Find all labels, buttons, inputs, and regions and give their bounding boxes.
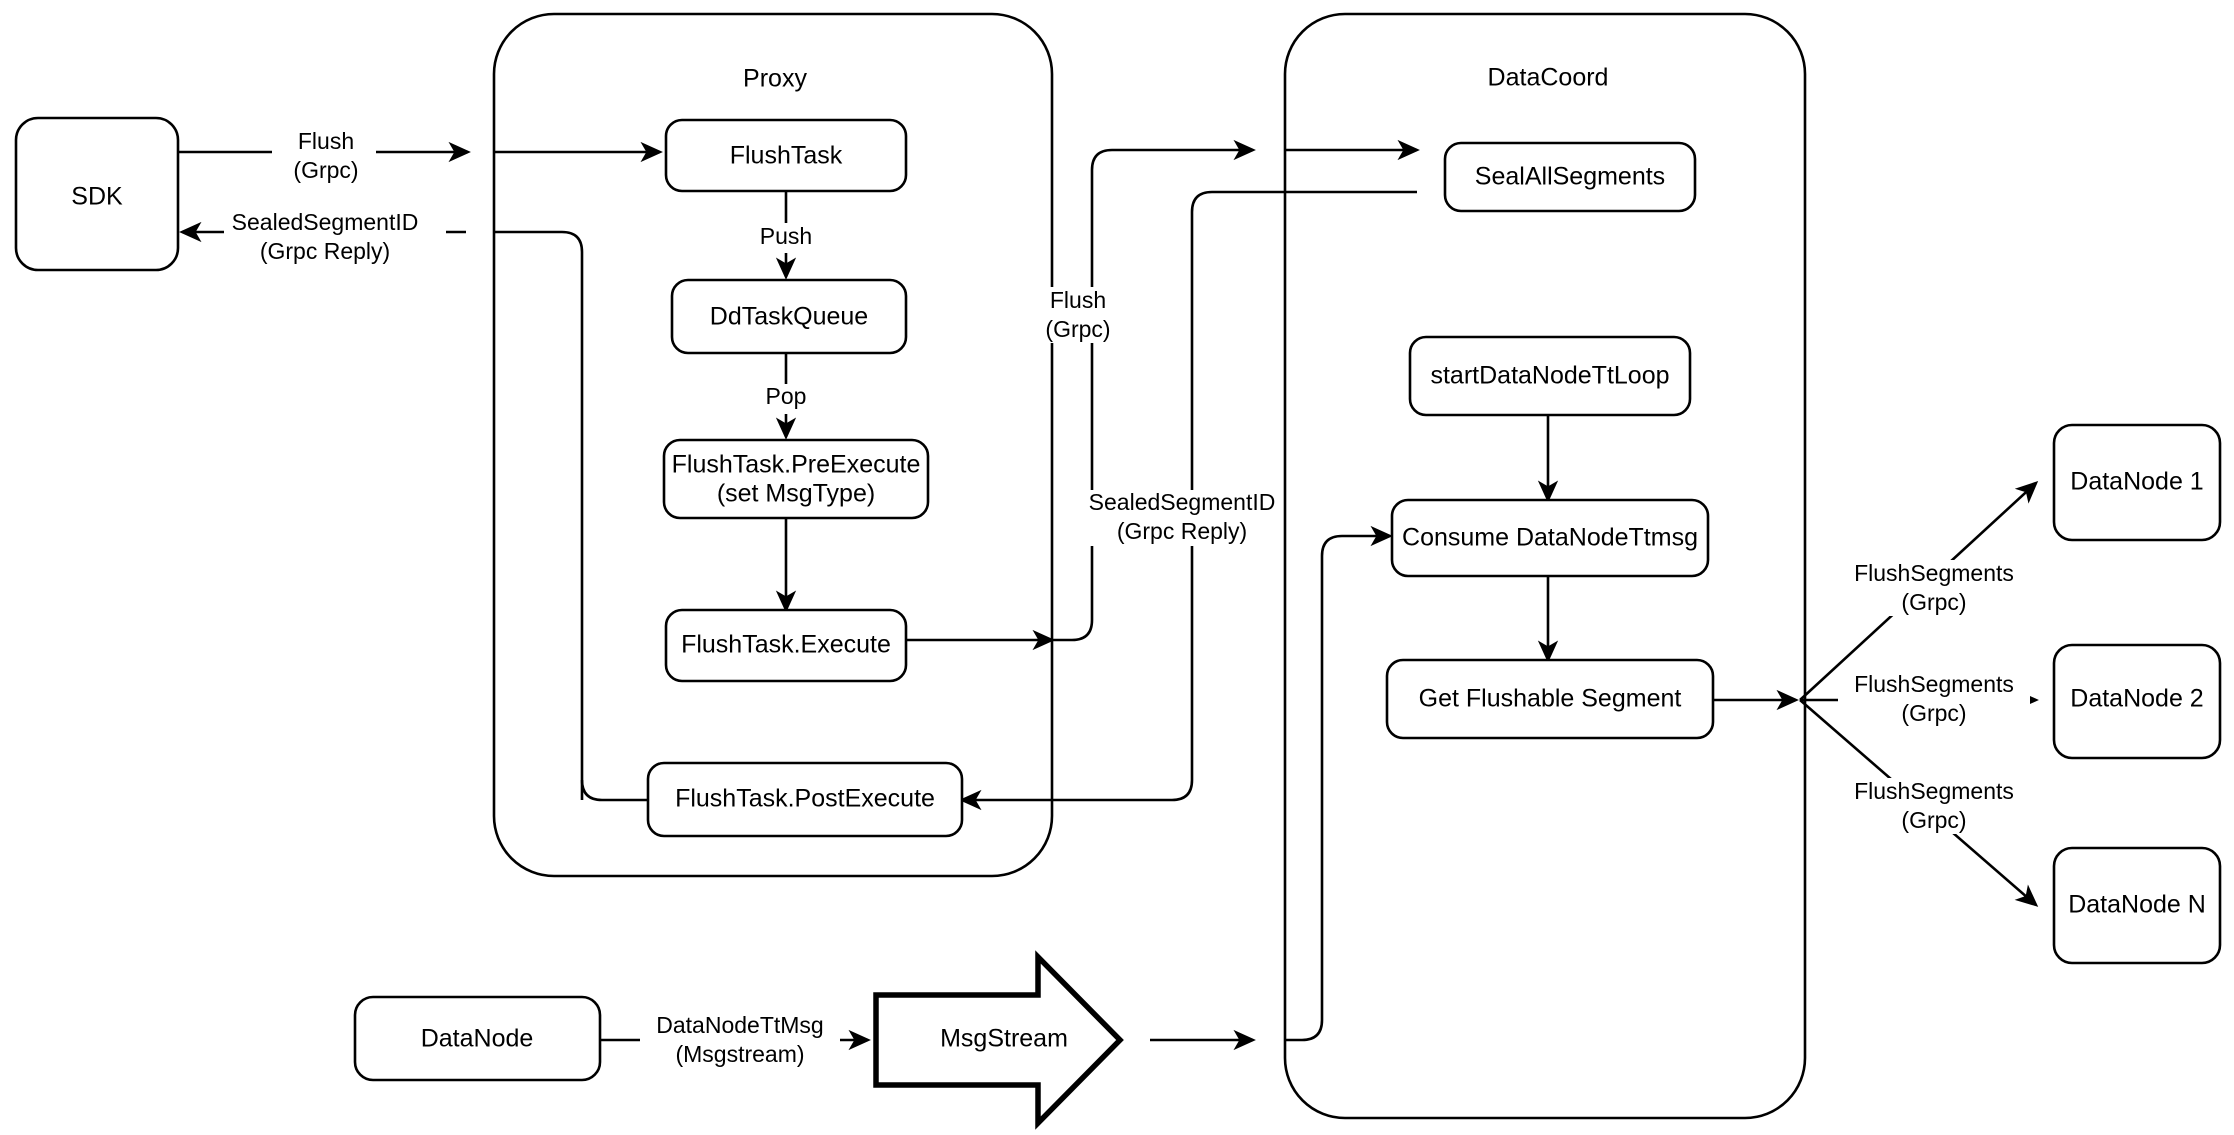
edge-label-proxy-to-coord: Flush (Grpc) xyxy=(1026,287,1130,343)
msgstream-arrow-shape[interactable] xyxy=(873,950,1124,1130)
datanode-source-box[interactable] xyxy=(353,995,602,1082)
postexecute-box[interactable] xyxy=(646,761,964,838)
edge-label-coord-to-proxy: SealedSegmentID (Grpc Reply) xyxy=(1083,489,1283,546)
sdk-box[interactable] xyxy=(14,116,180,272)
node-datanode-1[interactable]: DataNode 1 xyxy=(2052,423,2222,542)
edge-msgstream-into-consume xyxy=(1150,525,1393,1051)
msgstream-label: MsgStream xyxy=(940,1025,1068,1053)
edge-proxy-to-datacoord-flush xyxy=(1052,139,1420,642)
flushsegments-1-label-line1: FlushSegments xyxy=(1854,560,2014,586)
push-label: Push xyxy=(760,223,812,249)
node-datanode-source[interactable]: DataNode xyxy=(353,995,602,1082)
execute-label: FlushTask.Execute xyxy=(681,631,891,659)
sealedsegmentid-reply-label-line2: (Grpc Reply) xyxy=(260,238,390,264)
flushsegments-1-label-line2: (Grpc) xyxy=(1901,589,1966,615)
preexecute-label-line2: (set MsgType) xyxy=(717,480,875,508)
flush-grpc-label-line2: (Grpc) xyxy=(293,157,358,183)
sealallsegments-label: SealAllSegments xyxy=(1475,163,1665,191)
node-startdatanodettloop[interactable]: startDataNodeTtLoop xyxy=(1408,335,1692,417)
sealedsegmentid-coord-label-line1: SealedSegmentID xyxy=(1089,489,1276,515)
execute-box[interactable] xyxy=(664,608,908,683)
edge-label-pop: Pop xyxy=(756,383,816,414)
proxy-container-label: Proxy xyxy=(743,65,807,93)
preexecute-label-line1: FlushTask.PreExecute xyxy=(672,451,921,479)
datanode-2-box[interactable] xyxy=(2052,643,2222,760)
node-flushtask-execute[interactable]: FlushTask.Execute xyxy=(664,608,908,683)
flushsegments-n-label-line1: FlushSegments xyxy=(1854,778,2014,804)
node-datanode-n[interactable]: DataNode N xyxy=(2052,846,2222,965)
flushtask-box[interactable] xyxy=(664,118,908,193)
node-flushtask[interactable]: FlushTask xyxy=(664,118,908,193)
startdatanodettloop-box[interactable] xyxy=(1408,335,1692,417)
sealallsegments-box[interactable] xyxy=(1443,141,1697,213)
node-ddtaskqueue[interactable]: DdTaskQueue xyxy=(670,278,908,355)
edge-label-push: Push xyxy=(752,223,820,253)
node-datanode-2[interactable]: DataNode 2 xyxy=(2052,643,2222,760)
edge-label-flushsegments-n: FlushSegments (Grpc) xyxy=(1838,778,2030,834)
datacoord-container-label: DataCoord xyxy=(1488,64,1609,92)
sealedsegmentid-coord-label-line2: (Grpc Reply) xyxy=(1117,518,1247,544)
flushtask-label: FlushTask xyxy=(730,142,843,170)
datanode-source-label: DataNode xyxy=(421,1025,534,1053)
consume-datanodettmsg-box[interactable] xyxy=(1390,498,1710,578)
flush-to-coord-label-line1: Flush xyxy=(1050,287,1106,313)
flushsegments-2-label-line1: FlushSegments xyxy=(1854,671,2014,697)
postexecute-label: FlushTask.PostExecute xyxy=(675,785,935,813)
node-flushtask-postexecute[interactable]: FlushTask.PostExecute xyxy=(646,761,964,838)
edge-label-flushsegments-1: FlushSegments (Grpc) xyxy=(1838,560,2030,616)
ddtaskqueue-box[interactable] xyxy=(670,278,908,355)
startdatanodettloop-label: startDataNodeTtLoop xyxy=(1430,362,1669,390)
datanode-n-box[interactable] xyxy=(2052,846,2222,965)
edge-label-datanode-ttmsg: DataNodeTtMsg (Msgstream) xyxy=(640,1012,840,1069)
datanode-1-box[interactable] xyxy=(2052,423,2222,542)
node-msgstream[interactable]: MsgStream xyxy=(873,950,1124,1130)
datanode-n-label: DataNode N xyxy=(2068,891,2206,919)
node-sdk[interactable]: SDK xyxy=(14,116,180,272)
edge-label-proxy-to-sdk: SealedSegmentID (Grpc Reply) xyxy=(224,209,446,265)
node-get-flushable-segment[interactable]: Get Flushable Segment xyxy=(1385,658,1715,740)
node-consume-datanodettmsg[interactable]: Consume DataNodeTtmsg xyxy=(1390,498,1710,578)
datanodettmsg-label-line1: DataNodeTtMsg xyxy=(656,1012,823,1038)
node-flushtask-preexecute[interactable]: FlushTask.PreExecute (set MsgType) xyxy=(662,438,930,520)
consume-datanodettmsg-label: Consume DataNodeTtmsg xyxy=(1402,524,1698,552)
ddtaskqueue-label: DdTaskQueue xyxy=(710,303,868,331)
datanode-2-label: DataNode 2 xyxy=(2070,685,2203,713)
pop-label: Pop xyxy=(766,383,807,409)
flushsegments-2-label-line2: (Grpc) xyxy=(1901,700,1966,726)
edge-label-sdk-to-proxy: Flush (Grpc) xyxy=(272,128,376,184)
flush-grpc-label-line1: Flush xyxy=(298,128,354,154)
sdk-label: SDK xyxy=(71,183,123,211)
edge-label-flushsegments-2: FlushSegments (Grpc) xyxy=(1838,671,2030,727)
flushsegments-n-label-line2: (Grpc) xyxy=(1901,807,1966,833)
node-sealallsegments[interactable]: SealAllSegments xyxy=(1443,141,1697,213)
datanode-1-label: DataNode 1 xyxy=(2070,468,2203,496)
edge-postexecute-to-left xyxy=(580,779,650,802)
sealedsegmentid-reply-label-line1: SealedSegmentID xyxy=(232,209,419,235)
get-flushable-segment-box[interactable] xyxy=(1385,658,1715,740)
datanodettmsg-label-line2: (Msgstream) xyxy=(675,1041,804,1067)
flush-to-coord-label-line2: (Grpc) xyxy=(1045,316,1110,342)
preexecute-box[interactable] xyxy=(662,438,930,520)
get-flushable-segment-label: Get Flushable Segment xyxy=(1419,685,1682,713)
